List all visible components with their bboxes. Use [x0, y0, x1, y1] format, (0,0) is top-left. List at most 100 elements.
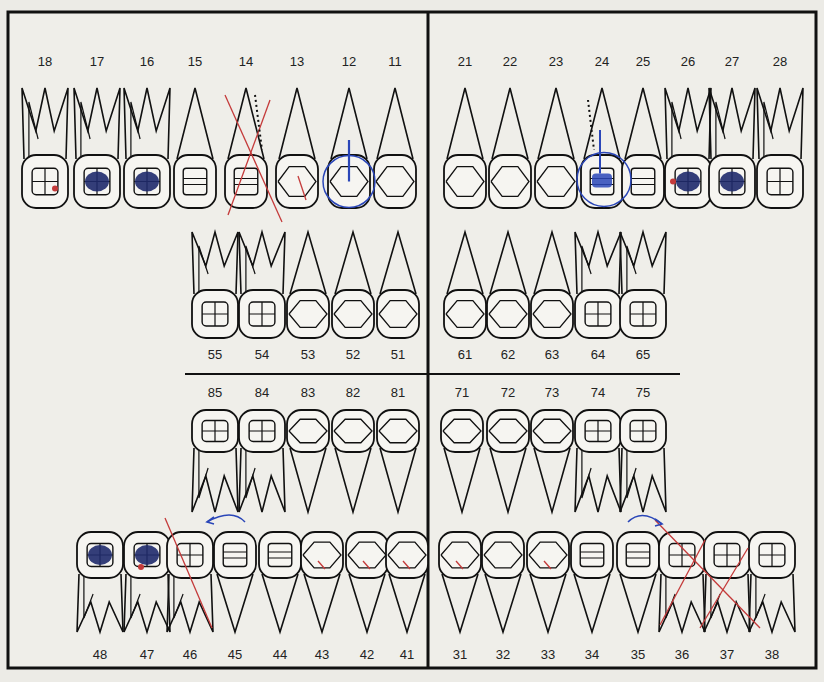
occlusal-surface [202, 421, 228, 442]
tooth-number: 61 [458, 348, 472, 362]
tooth-root [192, 232, 238, 294]
tooth-root [192, 448, 238, 512]
tooth-number: 82 [346, 386, 360, 400]
tooth-root [389, 574, 425, 632]
occlusal-surface [202, 302, 228, 326]
tooth-crown [617, 532, 659, 578]
tooth-number: 12 [342, 55, 356, 69]
tooth [225, 88, 267, 208]
incisal-surface [348, 542, 386, 568]
tooth-root [228, 88, 264, 159]
tooth-number: 81 [391, 386, 405, 400]
tooth-number: 46 [183, 648, 197, 662]
tooth-number: 37 [720, 648, 734, 662]
tooth-number: 18 [38, 55, 52, 69]
tooth [487, 232, 529, 338]
tooth-crown [527, 532, 569, 578]
root-line [199, 448, 208, 498]
tooth-crown [487, 410, 529, 452]
tooth-number: 21 [458, 55, 472, 69]
fissure [630, 421, 656, 442]
tooth-number: 52 [346, 348, 360, 362]
fissure [767, 168, 793, 195]
tooth [439, 532, 481, 632]
incisal-surface [533, 419, 571, 443]
tooth-number: 15 [188, 55, 202, 69]
tooth-number: 85 [208, 386, 222, 400]
tooth-crown [575, 290, 621, 338]
tooth [444, 88, 486, 208]
incisal-surface [443, 419, 481, 443]
incisal-surface [489, 419, 527, 443]
extraction-cross [403, 561, 410, 569]
dotted-line [588, 100, 594, 150]
fissure [84, 168, 110, 195]
tooth [531, 410, 573, 512]
fissure [585, 302, 611, 326]
tooth-crown [192, 290, 238, 338]
fissure [32, 168, 58, 195]
tooth-number: 25 [636, 55, 650, 69]
tooth-crown [225, 155, 267, 208]
tooth-number: 42 [360, 648, 374, 662]
occlusal-surface [590, 168, 614, 195]
tooth [581, 88, 623, 208]
tooth-root [447, 88, 483, 159]
tooth-root [262, 574, 298, 632]
red-dot [138, 564, 144, 570]
occlusal-surface [249, 302, 275, 326]
root-line [29, 102, 38, 159]
tooth-number: 32 [496, 648, 510, 662]
incisal-surface [289, 419, 327, 443]
root-line [246, 448, 255, 498]
fissure [719, 168, 745, 195]
tooth-root [534, 232, 570, 294]
tooth-number: 83 [301, 386, 315, 400]
tooth [527, 532, 569, 632]
root-line [582, 246, 591, 294]
fissure [202, 302, 228, 326]
tooth [482, 532, 524, 632]
tooth-crown [124, 155, 170, 208]
tooth-crown [622, 155, 664, 208]
tooth [665, 88, 711, 208]
tooth-number: 22 [503, 55, 517, 69]
tooth-number: 23 [549, 55, 563, 69]
incisal-surface [537, 167, 575, 197]
tooth-number: 24 [595, 55, 609, 69]
incisal-surface [303, 542, 341, 568]
root-line [582, 448, 591, 498]
tooth-number: 71 [455, 386, 469, 400]
tooth [276, 88, 318, 208]
incisal-surface [533, 301, 571, 328]
occlusal-surface [585, 302, 611, 326]
occlusal-surface [630, 302, 656, 326]
tooth [167, 532, 213, 632]
tooth-root [492, 88, 528, 159]
tooth [441, 410, 483, 512]
incisal-surface [379, 419, 417, 443]
red-dot [670, 179, 676, 185]
tooth-root [444, 448, 480, 512]
tooth [192, 232, 238, 338]
extraction-cross [660, 540, 705, 625]
tooth-crown [444, 155, 486, 208]
occlusal-surface [134, 168, 160, 195]
restoration-fill [85, 172, 109, 192]
tooth-crown [575, 410, 621, 452]
tooth-root [584, 88, 620, 159]
fissure [87, 544, 113, 567]
incisal-surface [529, 542, 567, 568]
tooth-number: 35 [631, 648, 645, 662]
fissure [585, 421, 611, 442]
occlusal-surface [268, 544, 292, 567]
tooth-root [290, 448, 326, 512]
tooth-crown [377, 410, 419, 452]
tooth-crown [239, 290, 285, 338]
tooth-crown [239, 410, 285, 452]
incisal-surface [446, 301, 484, 328]
tooth-crown [74, 155, 120, 208]
tooth-number: 65 [636, 348, 650, 362]
tooth [571, 532, 613, 632]
